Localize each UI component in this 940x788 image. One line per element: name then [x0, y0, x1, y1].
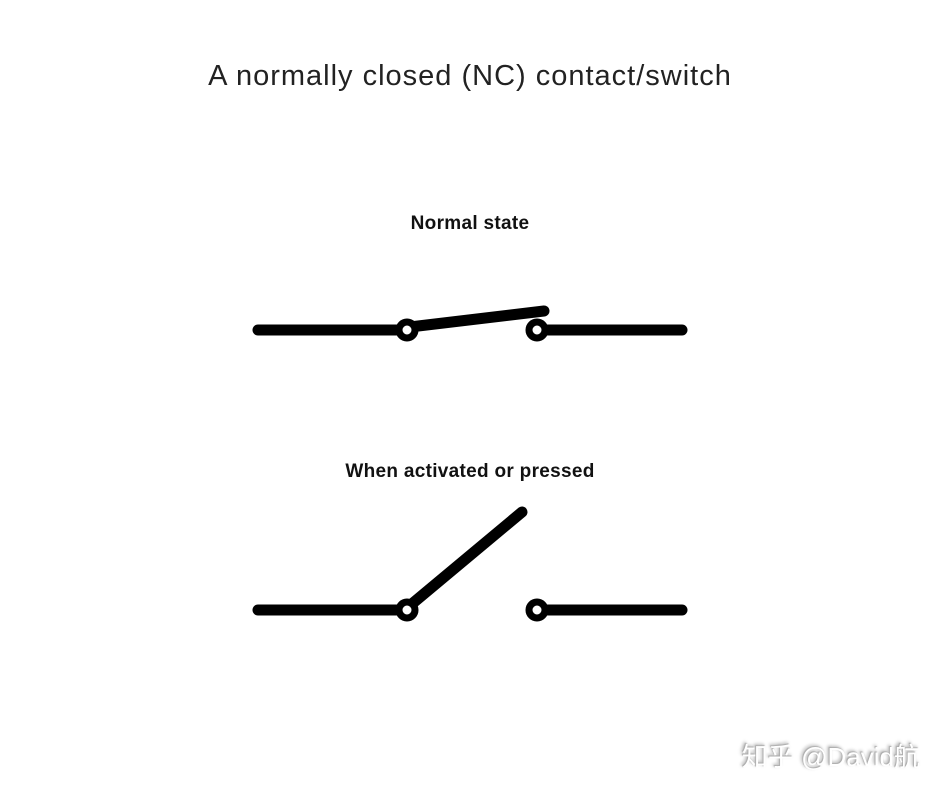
watermark-text: 知乎 @David航	[741, 742, 920, 772]
pivot-contact	[395, 318, 419, 342]
watermark: 知乎 @David航	[742, 737, 920, 774]
page-title: A normally closed (NC) contact/switch	[208, 60, 732, 92]
activated-state-switch-drawing	[252, 506, 688, 622]
normal-state-label: Normal state	[410, 213, 530, 234]
normal-state-switch-drawing	[252, 305, 688, 342]
activated-state-label: When activated or pressed	[345, 461, 595, 482]
pivot-contact	[395, 598, 419, 622]
switch-lever-open	[407, 506, 528, 609]
switch-lever-closed	[408, 305, 550, 332]
